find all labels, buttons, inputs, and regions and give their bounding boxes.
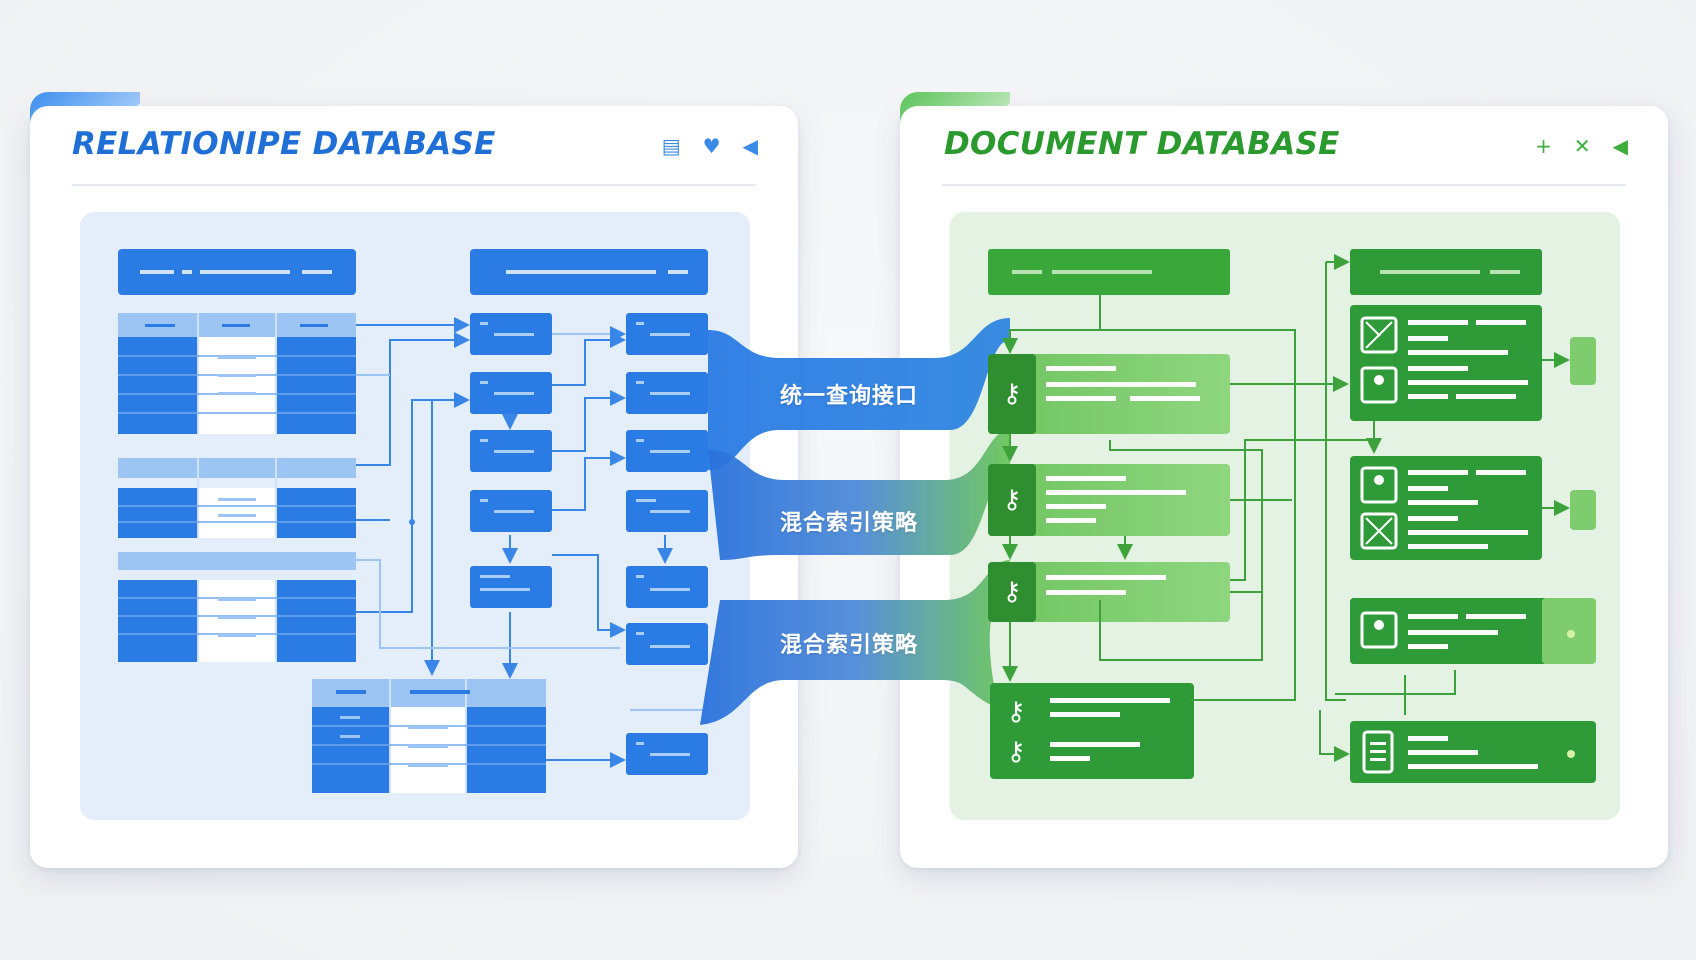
document-diagram: ⚷ ⚷ ⚷ ⚷ ⚷ — [988, 249, 1596, 783]
bridge-connectors — [700, 318, 1010, 725]
title-divider — [72, 184, 756, 186]
document-icon — [1362, 730, 1394, 774]
arrow-left-icon[interactable]: ◀ — [742, 134, 758, 158]
heart-icon[interactable]: ♥ — [702, 134, 721, 158]
bridge-label-unified-query: 统一查询接口 — [780, 384, 919, 409]
document-card: ⚷ — [988, 464, 1230, 536]
relational-table — [118, 552, 356, 662]
close-icon[interactable]: ✕ — [1573, 134, 1591, 158]
side-pill — [1570, 490, 1596, 530]
bridge-unified-query — [708, 318, 1010, 470]
user-icon — [1360, 366, 1398, 404]
side-pill — [1570, 337, 1596, 385]
bridge-hybrid-index-1 — [708, 430, 1010, 560]
plus-icon[interactable]: + — [1535, 134, 1552, 158]
key-icon: ⚷ — [1006, 697, 1025, 727]
bridge-label-hybrid-index: 混合索引策略 — [780, 511, 919, 536]
bridge-label-hybrid-index: 混合索引策略 — [780, 633, 919, 658]
database-icon[interactable]: ▤ — [661, 134, 681, 158]
image-icon — [1360, 316, 1398, 354]
document-connectors — [1002, 254, 1570, 762]
image-icon — [1360, 512, 1398, 550]
relational-table — [118, 313, 356, 434]
document-card — [1350, 305, 1542, 421]
document-card — [1350, 456, 1542, 560]
key-icon: ⚷ — [1002, 485, 1021, 515]
user-icon — [1360, 611, 1398, 649]
key-icon: ⚷ — [1002, 577, 1021, 607]
document-card: ⚷ — [988, 354, 1230, 434]
key-icon: ⚷ — [1002, 379, 1021, 409]
document-card: ⚷ — [988, 562, 1230, 622]
relation-connectors — [356, 317, 708, 768]
key-icon: ⚷ — [1006, 737, 1025, 767]
document-panel-title: DOCUMENT DATABASE — [944, 126, 1340, 162]
bridge-hybrid-index-2 — [700, 560, 1010, 725]
user-icon — [1360, 466, 1398, 504]
relational-diagram — [118, 249, 708, 793]
title-divider — [942, 184, 1626, 186]
document-card — [1350, 598, 1596, 664]
relational-panel-title: RELATIONIPE DATABASE — [72, 126, 496, 162]
relational-table — [118, 458, 356, 538]
document-card — [1350, 721, 1596, 783]
document-card: ⚷ ⚷ — [990, 683, 1194, 779]
arrow-left-icon[interactable]: ◀ — [1612, 134, 1628, 158]
relational-table — [312, 679, 546, 793]
